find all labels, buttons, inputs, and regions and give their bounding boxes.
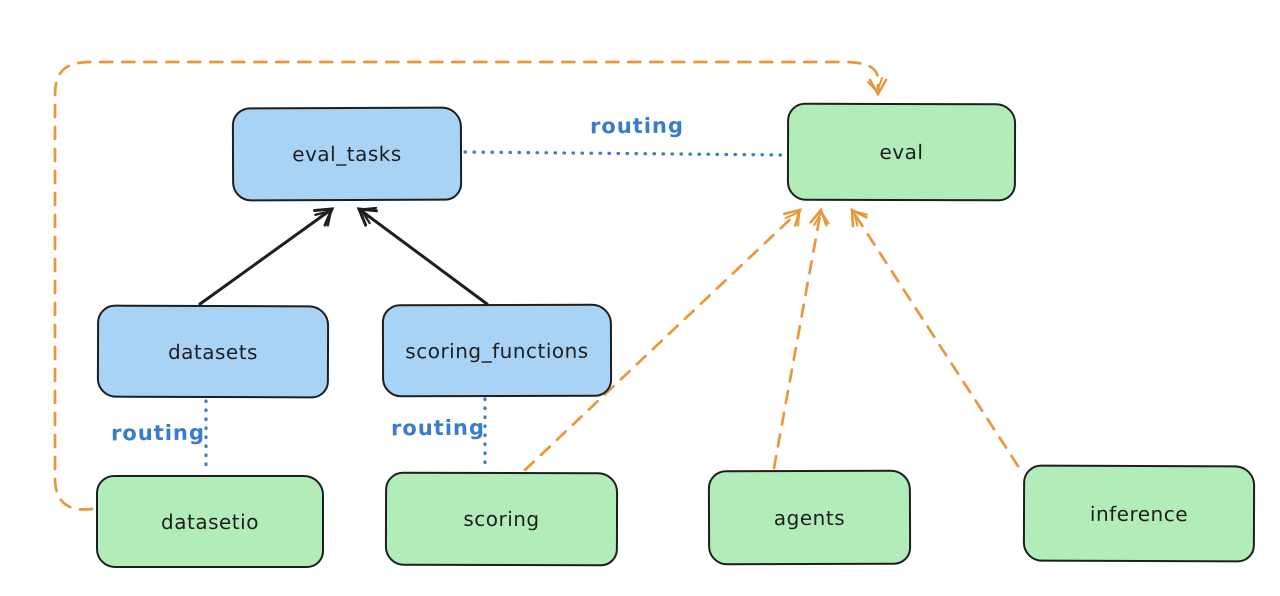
edge-scoring_functions-to-eval_tasks	[356, 206, 489, 306]
node-datasets-label: datasets	[167, 339, 259, 364]
routing-label-datasets-datasetio: routing	[110, 420, 206, 446]
edge-eval_tasks-to-eval-routing	[463, 150, 788, 157]
routing-label-scoring_functions-scoring: routing	[390, 415, 486, 441]
node-scoring: scoring	[384, 471, 619, 567]
node-inference-label: inference	[1089, 501, 1189, 526]
edge-inference-to-eval	[850, 207, 1020, 468]
edge-datasetio-to-eval	[53, 60, 888, 511]
node-eval-label: eval	[879, 139, 924, 165]
node-scoring-functions-label: scoring_functions	[405, 338, 589, 363]
edge-agents-to-eval	[772, 207, 830, 470]
node-scoring-label: scoring	[463, 506, 540, 532]
node-datasetio-label: datasetio	[161, 509, 259, 534]
node-agents-label: agents	[773, 505, 846, 530]
routing-label-eval_tasks-eval: routing	[589, 113, 685, 139]
node-eval-tasks: eval_tasks	[231, 106, 463, 202]
edge-datasets-to-eval_tasks	[198, 207, 335, 306]
node-inference: inference	[1022, 464, 1256, 563]
node-scoring-functions: scoring_functions	[381, 303, 613, 398]
node-datasets: datasets	[96, 304, 330, 399]
edge-scoring-to-eval	[523, 208, 802, 472]
node-datasetio: datasetio	[96, 475, 324, 568]
node-eval-tasks-label: eval_tasks	[292, 141, 402, 167]
node-agents: agents	[707, 469, 912, 566]
node-eval: eval	[786, 102, 1017, 202]
